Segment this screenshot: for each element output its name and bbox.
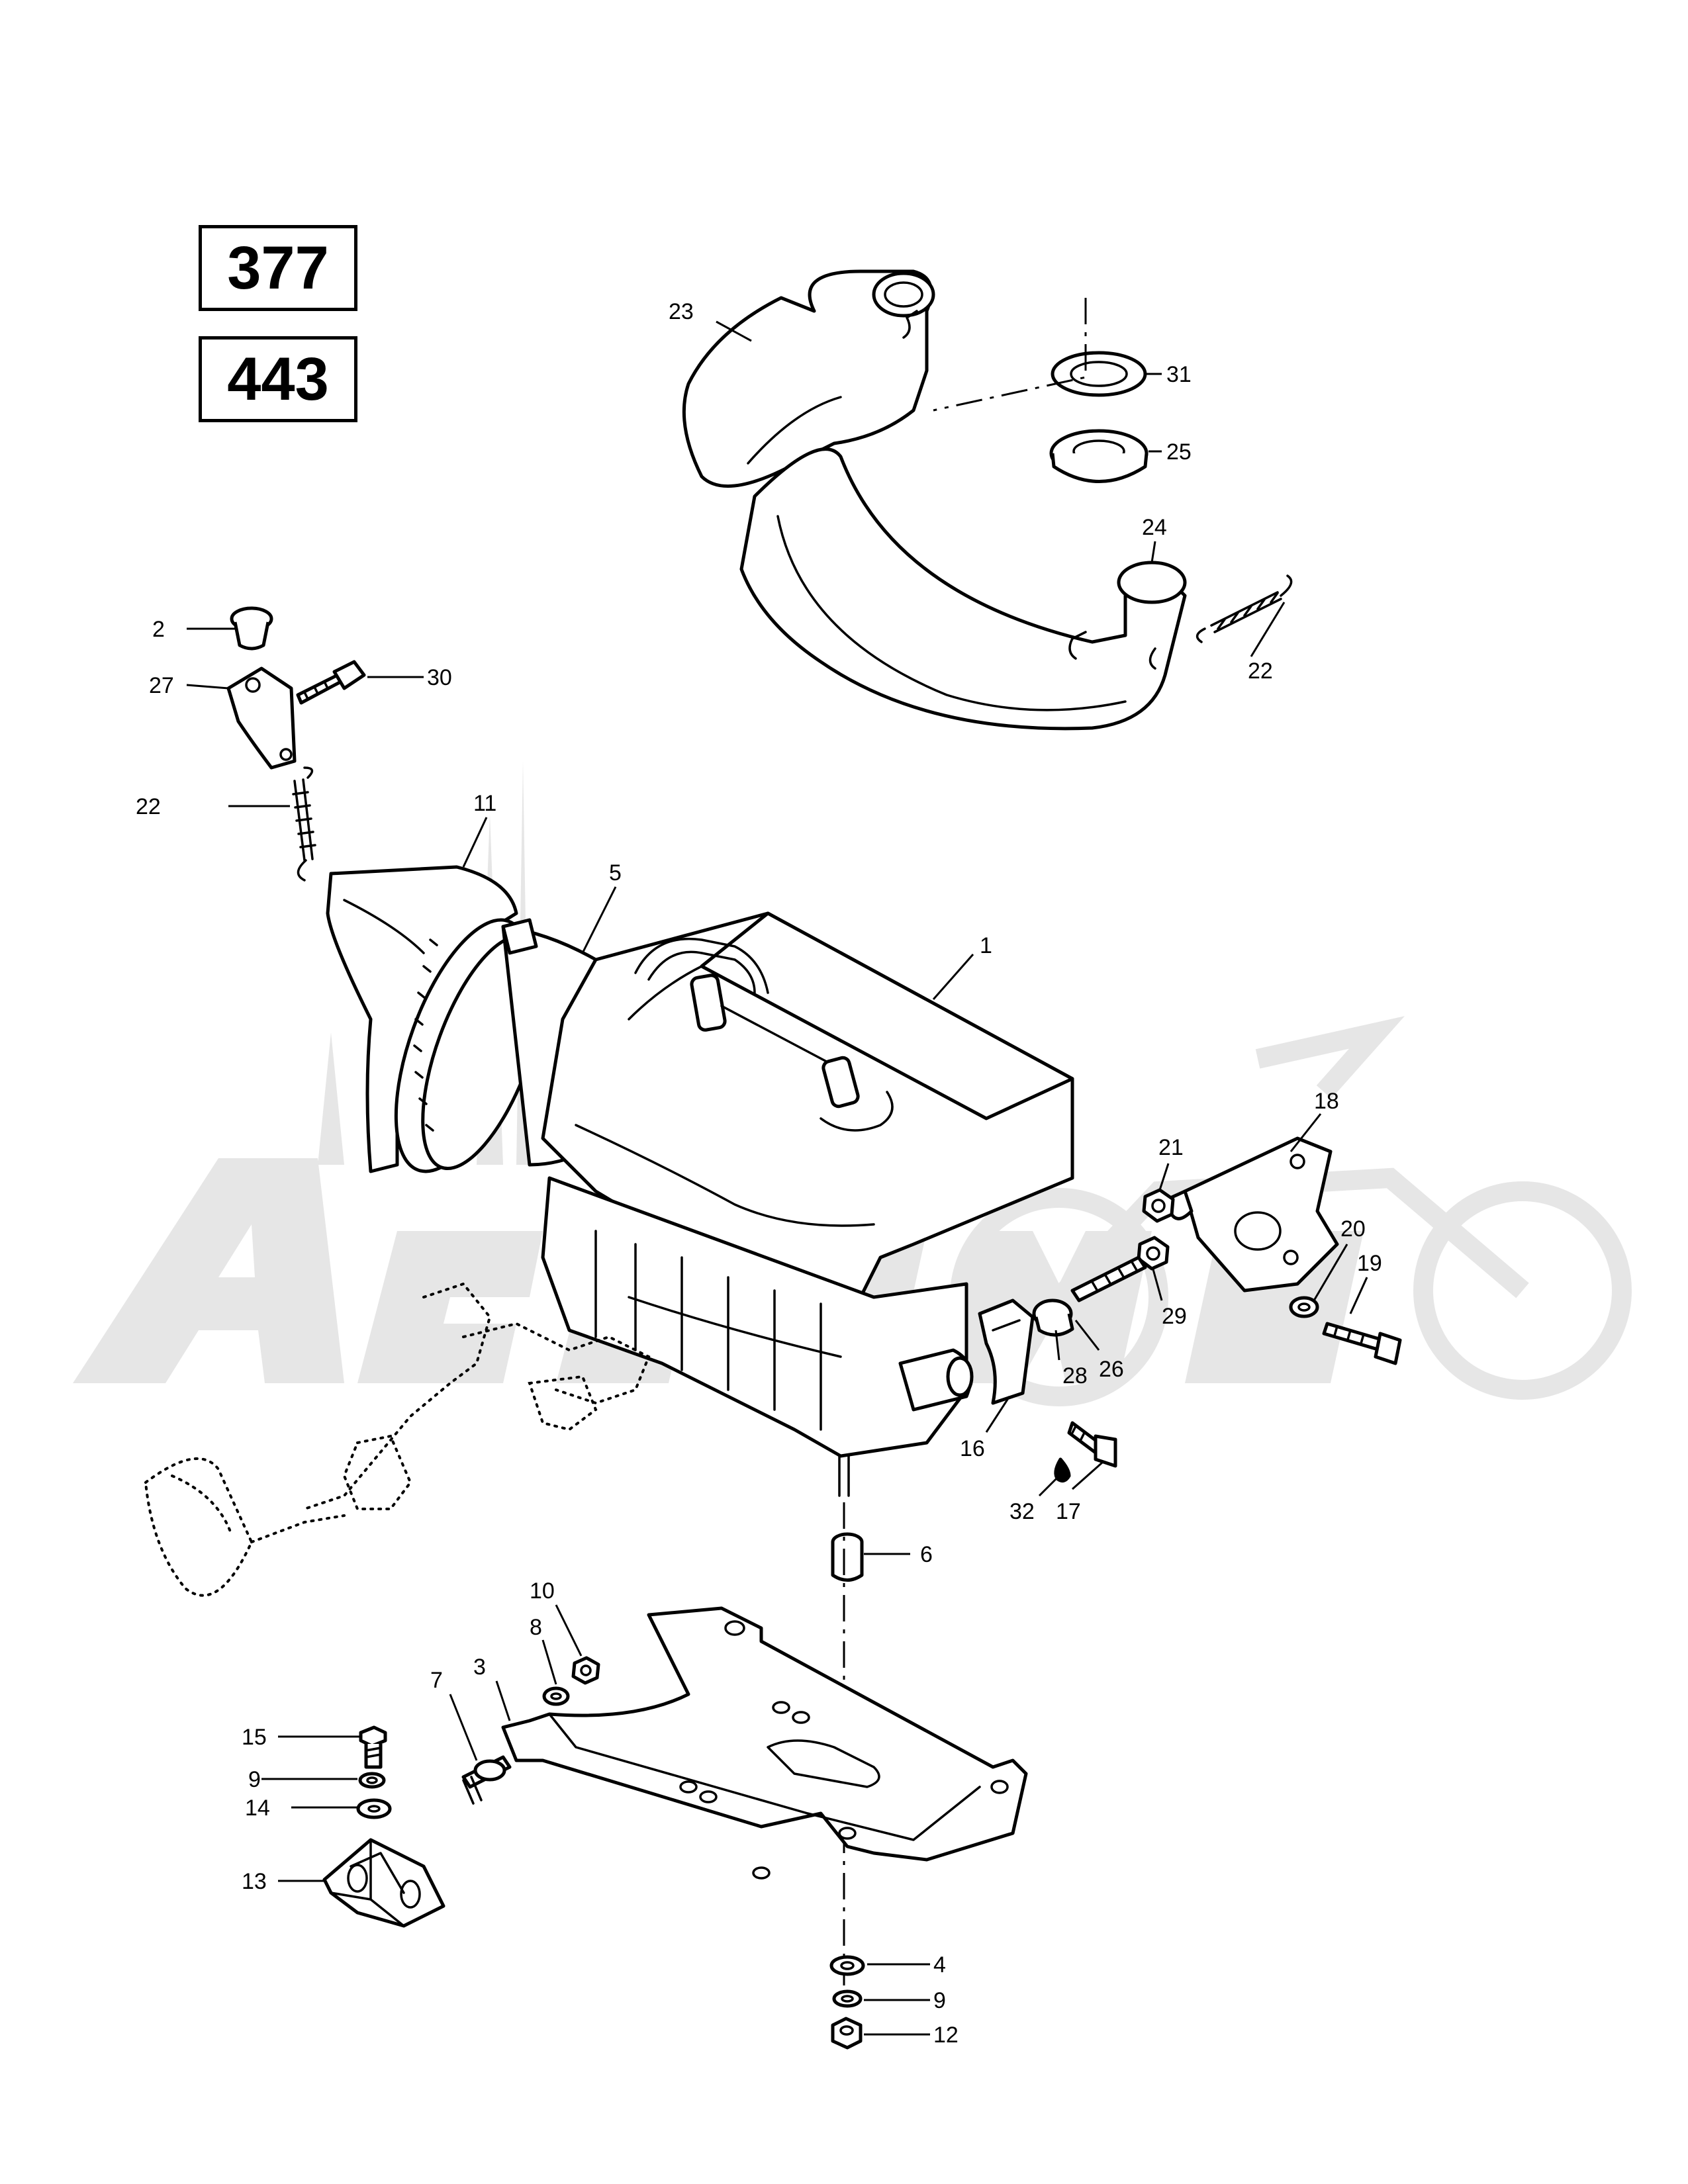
- part-3-engine-support: [501, 1606, 1028, 1880]
- part-17-bolt: [1067, 1421, 1117, 1468]
- callout-14: 14: [245, 1796, 270, 1821]
- part-16-shim: [978, 1298, 1035, 1405]
- part-22-spring-left: [292, 766, 316, 882]
- part-1-engine: [541, 911, 1074, 1497]
- callout-9-bottom: 9: [933, 1988, 946, 2013]
- callout-22-upper: 22: [1248, 659, 1273, 684]
- part-18-mount-plate: [1168, 1136, 1339, 1293]
- part-22-spring-upper: [1196, 574, 1293, 643]
- part-6-spacer: [831, 1532, 864, 1582]
- part-21-nut: [1142, 1188, 1175, 1223]
- callout-2: 2: [152, 617, 165, 642]
- callout-labels: 1 2 3 4 5 6 7 8 9 9 10 11 12 13 14 15 16…: [136, 299, 1382, 2048]
- callout-20: 20: [1340, 1216, 1366, 1242]
- callout-16: 16: [960, 1436, 985, 1461]
- part-32-threadlocker-drop: [1054, 1457, 1071, 1483]
- part-12-nut: [831, 2017, 863, 2050]
- part-9-lockwasher-bottom: [832, 1989, 863, 2008]
- part-13-mount-block: [322, 1838, 445, 1928]
- part-30-bolt: [296, 660, 366, 705]
- part-8-washer: [542, 1686, 570, 1706]
- callout-3: 3: [473, 1655, 486, 1680]
- callout-22-left: 22: [136, 794, 161, 819]
- callout-21: 21: [1158, 1135, 1184, 1160]
- part-14-washer: [356, 1798, 392, 1819]
- callout-9-left: 9: [248, 1767, 261, 1792]
- part-24-exhaust-pipe: [739, 447, 1187, 731]
- part-9-lockwasher-left: [358, 1772, 386, 1789]
- callout-12: 12: [933, 2023, 959, 2048]
- callout-29: 29: [1162, 1304, 1187, 1329]
- part-10-nut: [571, 1656, 600, 1685]
- callout-24: 24: [1142, 515, 1167, 540]
- part-20-washer: [1289, 1296, 1319, 1318]
- part-31-gasket: [1051, 351, 1147, 397]
- part-26-stud: [1070, 1255, 1147, 1302]
- engine-code-443: 443: [227, 345, 329, 413]
- watermark-wheel-front: [1413, 1181, 1632, 1400]
- engine-code-box-377: 377: [199, 225, 357, 311]
- part-2-rubber-bumper: [230, 606, 273, 651]
- callout-7: 7: [430, 1668, 443, 1693]
- part-11-manifold: [326, 865, 518, 1173]
- ghost-intake-assembly: [144, 1282, 651, 1597]
- callout-15: 15: [242, 1725, 267, 1750]
- callout-28: 28: [1062, 1363, 1088, 1388]
- part-4-washer: [829, 1955, 865, 1976]
- part-15-bolt: [359, 1725, 387, 1769]
- callout-11: 11: [473, 791, 496, 816]
- part-25-grommet: [1049, 429, 1149, 483]
- callout-6: 6: [920, 1542, 933, 1567]
- part-28-spacer: [1032, 1298, 1074, 1337]
- part-7-stud: [461, 1755, 512, 1805]
- engine-code-377: 377: [227, 234, 329, 302]
- callout-10: 10: [530, 1578, 555, 1604]
- callout-25: 25: [1166, 439, 1192, 465]
- callout-13: 13: [242, 1869, 267, 1894]
- callout-8: 8: [530, 1615, 542, 1640]
- callout-27: 27: [149, 673, 174, 698]
- callout-26: 26: [1099, 1357, 1124, 1382]
- axis-exhaust: [933, 298, 1087, 412]
- callout-1: 1: [980, 933, 992, 958]
- leader-lines: [186, 320, 1368, 2036]
- part-23-muffler: [682, 269, 935, 488]
- callout-4: 4: [933, 1952, 946, 1978]
- callout-17: 17: [1056, 1499, 1081, 1524]
- callout-19: 19: [1357, 1251, 1382, 1276]
- callout-23: 23: [669, 299, 694, 324]
- callout-32: 32: [1009, 1499, 1035, 1524]
- callout-31: 31: [1166, 362, 1192, 387]
- part-27-bracket: [226, 666, 297, 770]
- engine-code-box-443: 443: [199, 336, 357, 422]
- callout-30: 30: [427, 665, 452, 690]
- part-19-bolt: [1322, 1322, 1402, 1365]
- callout-18: 18: [1314, 1089, 1339, 1114]
- callout-5: 5: [609, 860, 622, 886]
